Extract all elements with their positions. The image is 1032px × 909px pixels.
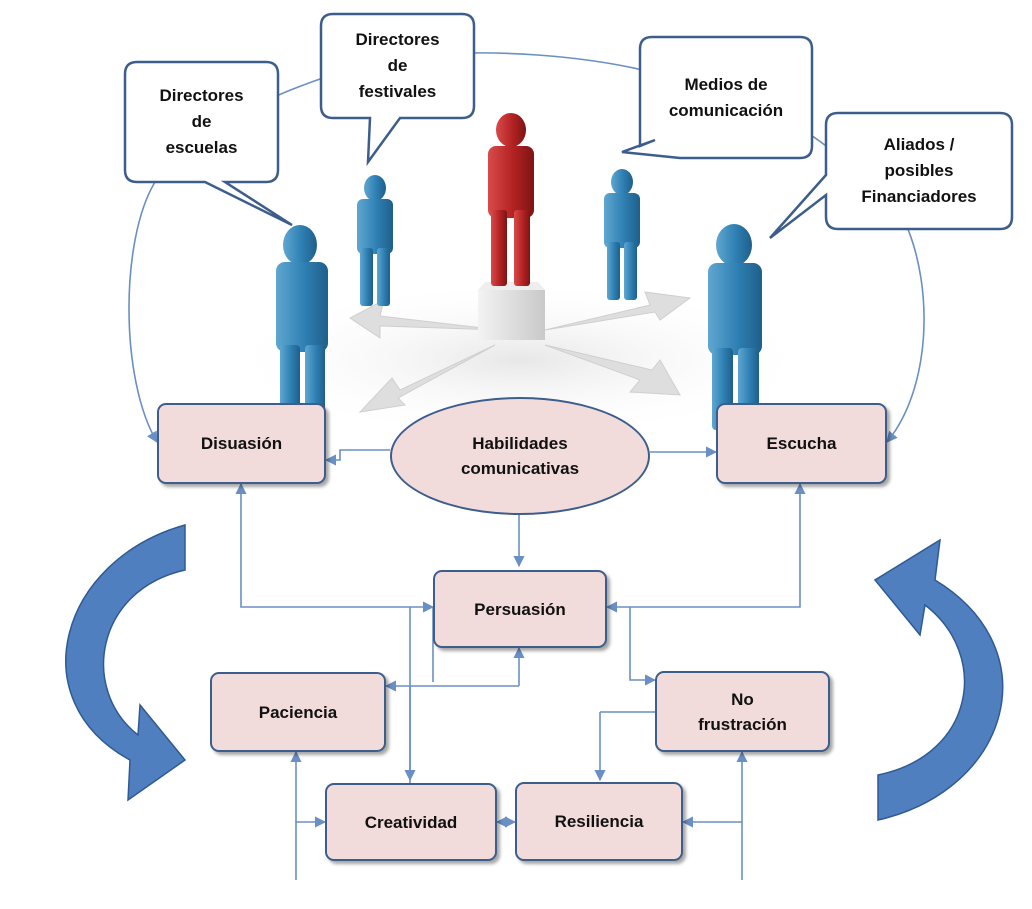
link-escucha-persuasion	[605, 482, 806, 613]
blue-figure-back-right	[604, 169, 640, 300]
right-outer-curve	[886, 221, 925, 443]
blue-figure-back-left	[357, 175, 393, 306]
box-no-frustracion: No frustración	[655, 671, 830, 752]
link-disuasion-persuasion	[235, 482, 435, 613]
bubble-shape-aliados	[769, 111, 1014, 239]
box-creatividad: Creatividad	[325, 783, 497, 861]
floor-arrows	[349, 291, 692, 413]
bubble-aliados-financiadores: Aliados / posibles Financiadores	[861, 135, 977, 206]
red-figure	[488, 113, 534, 286]
cycle-arrow-left	[65, 524, 187, 802]
box-escucha: Escucha	[716, 403, 887, 484]
box-resiliencia: Resiliencia	[515, 782, 683, 861]
left-outer-curve	[128, 181, 158, 443]
bubble-shape-festivales	[319, 12, 476, 167]
box-disuasion: Disuasión	[157, 403, 326, 484]
cycle-arrow-right	[873, 538, 1004, 821]
bubble-medios-comunicacion: Medios de comunicación	[668, 74, 784, 120]
link-center-disuasion	[324, 449, 390, 466]
bubble-directores-festivales: Directores de festivales	[355, 30, 440, 101]
bubble-shape-escuelas	[123, 60, 293, 227]
link-bottom-right	[681, 816, 743, 880]
bubble-shape-medios	[621, 35, 814, 160]
bubble-directores-escuelas: Directores de escuelas	[159, 86, 244, 157]
link-right-vertical	[629, 607, 657, 686]
center-habilidades-comunicativas: Habilidades comunicativas	[390, 397, 650, 515]
box-paciencia: Paciencia	[210, 672, 386, 752]
box-persuasion: Persuasión	[433, 570, 607, 648]
link-bottom-left	[295, 816, 327, 880]
